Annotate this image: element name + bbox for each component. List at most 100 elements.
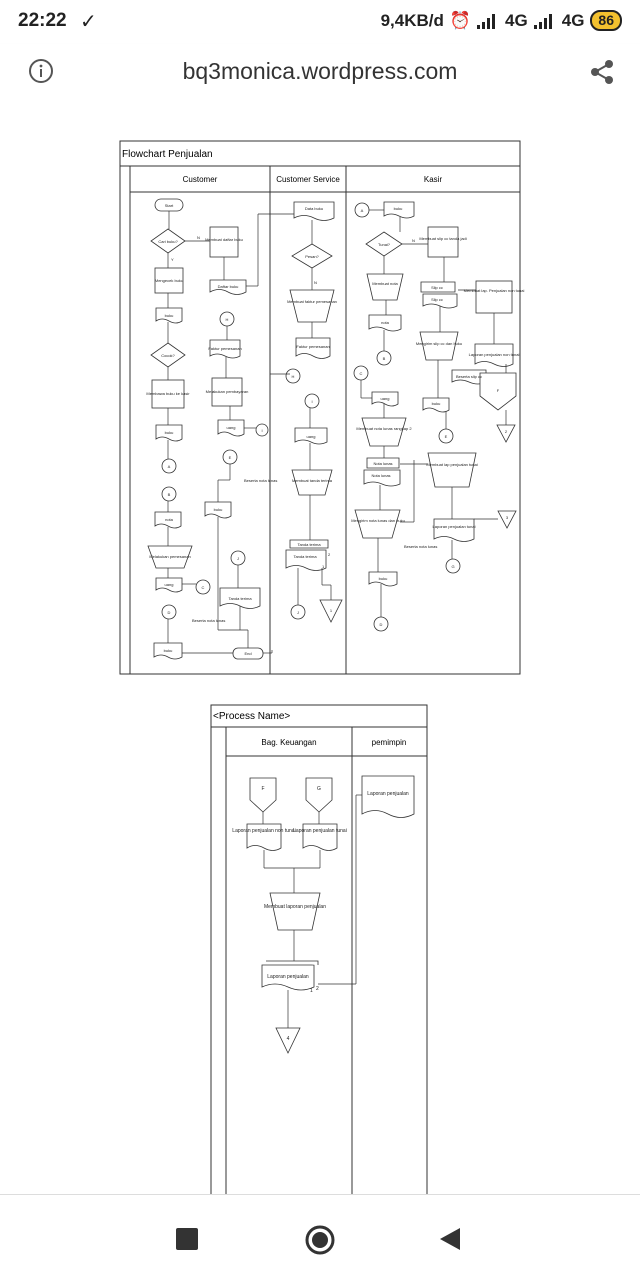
doc-uang-2: uang bbox=[165, 582, 174, 587]
recents-button[interactable] bbox=[176, 1228, 198, 1250]
back-button[interactable] bbox=[438, 1226, 462, 1252]
doc-tanda-terima-1: Tanda terima bbox=[297, 542, 321, 547]
offpage-g-2: G bbox=[317, 786, 321, 792]
manual-melakukan-pemesanan: Melakukan pemesanan bbox=[149, 554, 190, 559]
doc-nota-kasir: nota bbox=[381, 320, 390, 325]
connector-b-kasir: B bbox=[383, 356, 386, 361]
manual-membuat-lap-tunai: Membuat lap penjualan tunai bbox=[426, 462, 477, 467]
process-melakukan-pembayaran: Melakukan pembayaran bbox=[206, 389, 249, 394]
connector-c: C bbox=[202, 585, 205, 590]
connector-j: J bbox=[237, 556, 239, 561]
manual-membuat-nota-lunas: Membuat nota lunas rangkap 2 bbox=[356, 426, 412, 431]
lane-kasir: Kasir bbox=[424, 175, 443, 184]
connector-b: B bbox=[168, 492, 171, 497]
manual-membuat-laporan: Membuat laporan penjualan bbox=[264, 904, 326, 910]
download-complete-icon: ✓ bbox=[80, 11, 97, 33]
network-speed: 9,4KB/d bbox=[380, 10, 444, 30]
offpage-f-2: F bbox=[261, 786, 264, 792]
share-icon[interactable] bbox=[588, 58, 616, 86]
manual-membuat-tanda: Membuat tanda terima bbox=[292, 478, 333, 483]
process-title: <Process Name> bbox=[213, 711, 290, 722]
note-beserta-kasir: Beserta nota lunas bbox=[404, 544, 437, 549]
start-terminal: Start bbox=[165, 203, 174, 208]
doc-buku-2: buku bbox=[165, 430, 174, 435]
network-type-1: 4G bbox=[505, 10, 528, 30]
offpage-f: F bbox=[497, 388, 500, 393]
manual-membuat-faktur: Membuat faktur pemesanan bbox=[287, 299, 337, 304]
lane-customer-service: Customer Service bbox=[276, 175, 340, 184]
android-nav-bar bbox=[0, 1194, 640, 1281]
doc-data-buku: Data buku bbox=[305, 206, 323, 211]
doc-laporan-non-tunai: Laporan penjualan non tunai bbox=[232, 828, 295, 834]
home-button[interactable] bbox=[305, 1225, 335, 1255]
offpage-3: 3 bbox=[506, 515, 509, 520]
decision-cari-buku: Cari buku? bbox=[158, 239, 178, 244]
connector-i-cs: I bbox=[311, 399, 312, 404]
doc-num-2: 2 bbox=[328, 552, 331, 557]
doc-laporan-nt: Laporan penjualan non tunai bbox=[469, 352, 520, 357]
doc-nota: nota bbox=[165, 517, 174, 522]
lane-customer: Customer bbox=[183, 175, 218, 184]
doc-faktur-cs: Faktur pemesanan bbox=[296, 344, 329, 349]
manual-mengirim-2: Mengirim nota lunas dan buku bbox=[351, 518, 405, 523]
doc-tanda-terima-2: Tanda terima bbox=[293, 554, 317, 559]
doc-laporan-tunai-2: Laporan penjualan tunai bbox=[293, 828, 347, 834]
offpage-1: 1 bbox=[330, 608, 333, 613]
doc-tanda-terima: Tanda terima bbox=[228, 596, 252, 601]
alarm-icon: ⏰ bbox=[449, 10, 472, 30]
decision-pesan: Pesan? bbox=[305, 254, 319, 259]
doc-num-2-b: 2 bbox=[316, 986, 319, 992]
connector-e-kasir: E bbox=[445, 434, 448, 439]
doc-nota-lunas-1: Nota lunas bbox=[373, 461, 392, 466]
doc-num-1-b: 1 bbox=[310, 988, 313, 994]
doc-uang-kasir: uang bbox=[381, 396, 390, 401]
process-name-flowchart-image[interactable]: <Process Name> Bag. Keuangan pemimpin bbox=[0, 700, 640, 1194]
connector-h: H bbox=[226, 317, 229, 322]
flowchart-penjualan-image[interactable]: Flowchart Penjualan Customer Customer Se… bbox=[0, 102, 640, 682]
offpage-4: 4 bbox=[287, 1036, 290, 1042]
manual-mengirim: Mengirim slip cc dan buku bbox=[416, 341, 462, 346]
process-membuat-daftar: Membuat daftar buku bbox=[205, 237, 243, 242]
info-icon[interactable] bbox=[28, 58, 54, 84]
connector-g: G bbox=[451, 564, 454, 569]
doc-num-1: 1 bbox=[322, 564, 325, 569]
doc-nota-lunas-2: Nota lunas bbox=[371, 473, 390, 478]
url-text[interactable]: bq3monica.wordpress.com bbox=[182, 58, 458, 84]
doc-buku-kasir: buku bbox=[394, 206, 403, 211]
doc-buku-kasir-2: buku bbox=[432, 401, 441, 406]
page-content: Flowchart Penjualan Customer Customer Se… bbox=[0, 102, 640, 1194]
status-icons: 9,4KB/d ⏰ 4G 4G 86 bbox=[381, 10, 622, 31]
process-membuat-lap: Membuat lap. Penjualan non tunai bbox=[464, 288, 525, 293]
doc-beserta-slip: Beserta slip cc bbox=[456, 374, 482, 379]
browser-url-bar: bq3monica.wordpress.com bbox=[0, 44, 640, 102]
signal-icon-2 bbox=[533, 13, 556, 29]
label-n: N bbox=[197, 235, 200, 240]
end-terminal: End bbox=[244, 651, 251, 656]
process-membawa: Membawa buku ke kasir bbox=[146, 391, 190, 396]
signal-icon bbox=[477, 13, 499, 29]
label-n-cs: N bbox=[314, 280, 317, 285]
doc-slip-2: Slip cc bbox=[431, 297, 443, 302]
connector-a-kasir: A bbox=[361, 208, 364, 213]
lane-bag-keuangan: Bag. Keuangan bbox=[261, 738, 316, 747]
manual-membuat-nota: Membuat nota bbox=[372, 281, 398, 286]
doc-daftar-buku: Daftar buku bbox=[218, 284, 239, 289]
connector-j-cs: J bbox=[297, 610, 299, 615]
doc-laporan-tunai: Laporan penjualan tunai bbox=[433, 524, 476, 529]
label-n-kasir: N bbox=[412, 238, 415, 243]
connector-d-kasir: D bbox=[380, 622, 383, 627]
doc-laporan-pemimpin: Laporan penjualan bbox=[367, 791, 409, 797]
doc-uang: uang bbox=[227, 425, 236, 430]
doc-slip-1: Slip cc bbox=[431, 285, 443, 290]
doc-uang-cs: uang bbox=[307, 434, 316, 439]
connector-e: E bbox=[229, 455, 232, 460]
battery-icon: 86 bbox=[590, 10, 622, 31]
label-y: Y bbox=[171, 257, 174, 262]
doc-laporan-penjualan: Laporan penjualan bbox=[267, 974, 309, 980]
doc-buku-3: buku bbox=[214, 507, 223, 512]
connector-a: A bbox=[168, 464, 171, 469]
connector-i: I bbox=[261, 428, 262, 433]
lane-pemimpin: pemimpin bbox=[372, 738, 407, 747]
status-bar: 22:22 ✓ 9,4KB/d ⏰ 4G 4G 86 bbox=[0, 0, 640, 44]
doc-faktur: Faktur pemesanan bbox=[208, 346, 241, 351]
